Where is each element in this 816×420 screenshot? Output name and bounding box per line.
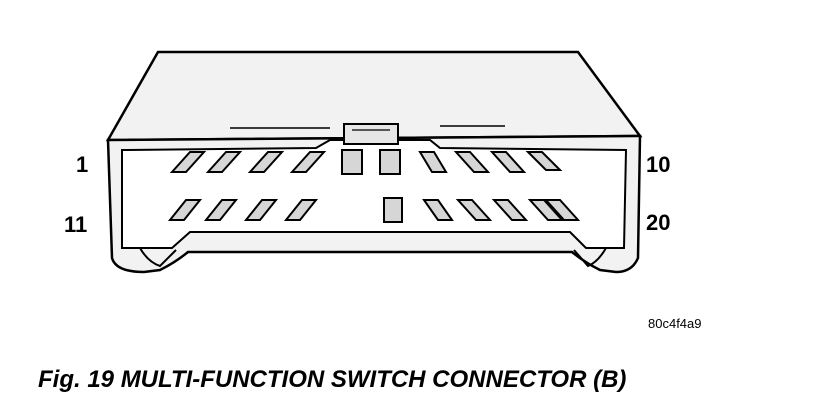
- left-corner-guide: [139, 247, 177, 268]
- pin-label-10: 10: [646, 152, 671, 177]
- figure-code: 80c4f4a9: [648, 316, 702, 331]
- pin-5: [341, 149, 363, 175]
- pin-label-1: 1: [76, 152, 89, 177]
- top-pin-row: [169, 149, 563, 175]
- pin-7: [418, 151, 448, 173]
- pin-13: [243, 199, 279, 221]
- pin-8: [453, 151, 491, 173]
- pin-20: [543, 199, 581, 221]
- pin-10: [525, 151, 563, 171]
- figure-caption: Fig. 19 MULTI-FUNCTION SWITCH CONNECTOR …: [38, 366, 627, 393]
- pin-1: [169, 151, 207, 173]
- pin-4: [289, 151, 327, 173]
- pin-14: [283, 199, 319, 221]
- pin-18: [491, 199, 529, 221]
- pin-9: [489, 151, 527, 173]
- pin-label-11: 11: [64, 212, 88, 237]
- bottom-pin-row: [167, 197, 581, 223]
- pin-2: [205, 151, 243, 173]
- pin-11: [167, 199, 203, 221]
- pin-6: [379, 149, 401, 175]
- pin-19: [527, 199, 565, 221]
- pin-3: [247, 151, 285, 173]
- pin-17: [455, 199, 493, 221]
- pin-16: [422, 199, 454, 221]
- pin-15: [383, 197, 403, 223]
- pin-label-20: 20: [646, 210, 671, 235]
- connector-latch: [343, 123, 399, 145]
- pin-12: [203, 199, 239, 221]
- right-corner-guide: [573, 247, 607, 268]
